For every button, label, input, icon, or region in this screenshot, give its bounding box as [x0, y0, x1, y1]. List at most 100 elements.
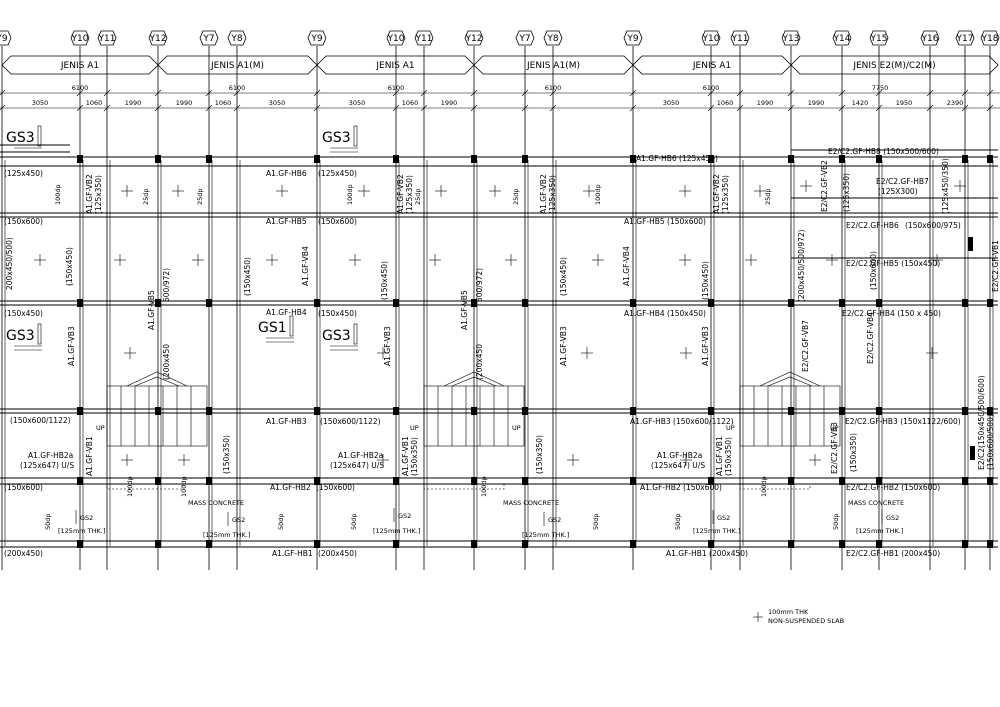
dimension-span: 1990 — [125, 99, 142, 107]
beam-label: A1.GF-HB1 — [272, 549, 313, 558]
column — [393, 540, 399, 548]
slab-depth-mark: 50dp — [592, 513, 600, 530]
stair-roof — [134, 376, 180, 387]
slab-thickness: [125mm THK.] — [203, 531, 250, 539]
dimension-total: 7750 — [872, 84, 889, 92]
mass-concrete — [739, 483, 811, 490]
beam-label: A1.GF-HB4 (150x450) — [624, 309, 706, 318]
dimension-total: 6100 — [388, 84, 405, 92]
column — [962, 155, 968, 163]
beam-label: A1.GF-HB6 (125x450) — [636, 154, 718, 163]
beam-label: (200x450) — [4, 549, 43, 558]
vertical-beam-label: (125x350) — [94, 175, 103, 214]
column — [708, 155, 714, 163]
column — [522, 299, 528, 307]
vertical-beam-label: E2/C2.GF-VB7 — [801, 320, 810, 372]
dimension-tick — [736, 104, 744, 112]
column — [206, 477, 212, 485]
column — [471, 155, 477, 163]
column — [314, 299, 320, 307]
beam-label: (125x647) U/S — [20, 461, 74, 470]
slab-mark: GS2 — [717, 514, 730, 522]
column — [155, 155, 161, 163]
vertical-beam-label: (150x600) — [869, 251, 878, 290]
column — [522, 477, 528, 485]
beam-label: E2/C2.GF-HB5 (150x450) — [846, 259, 940, 268]
column — [788, 299, 794, 307]
column — [630, 540, 636, 548]
beam-label: (150x600/1122) — [10, 416, 71, 425]
grid-bubble — [148, 30, 168, 46]
slab-mark: GS2 — [886, 514, 899, 522]
vertical-beam-label: A1.GF-VB2 — [712, 174, 721, 214]
slab-thickness: [125mm THK.] — [58, 527, 105, 535]
vertical-beam-label: (200x450/500/972) — [797, 229, 806, 302]
column — [77, 155, 83, 163]
mass-concrete-label: MASS CONCRETE — [848, 499, 904, 507]
dimension-span: 1990 — [808, 99, 825, 107]
dimension-span: 1420 — [852, 99, 869, 107]
dimension-span: 1060 — [215, 99, 232, 107]
stair-outline — [739, 385, 841, 447]
mass-concrete-label: MASS CONCRETE — [503, 499, 559, 507]
vertical-beam-label: A1.GF-VB1 — [401, 436, 410, 476]
dimension-tick — [875, 89, 883, 97]
column — [630, 477, 636, 485]
vertical-beam-label: A1.GF-VB2 — [539, 174, 548, 214]
beam-label: E2/C2.GF-HB7 — [876, 177, 929, 186]
beam-label: (150x600) — [4, 483, 43, 492]
vertical-beam-label: A1.GF-VB4 — [301, 246, 310, 286]
dimension-tick — [875, 104, 883, 112]
beam-label: A1.GF-HB2a — [28, 451, 73, 460]
column — [77, 407, 83, 415]
stair-up-label: UP — [830, 424, 839, 432]
grid-label: Y17 — [956, 34, 974, 44]
stair-up-label: UP — [96, 424, 105, 432]
vertical-beam-label: (125x450/350) — [941, 158, 950, 214]
beam-label: A1.GF-HB3 (150x600/1122) — [630, 417, 734, 426]
column — [522, 155, 528, 163]
dimension-total: 6100 — [72, 84, 89, 92]
dimension-span: 1950 — [896, 99, 913, 107]
slab-mark: GS2 — [80, 514, 93, 522]
dimension-tick — [838, 104, 846, 112]
column — [393, 477, 399, 485]
vertical-beam-label: (150x450) — [65, 247, 74, 286]
section-mark: GS3 — [6, 130, 35, 146]
column — [987, 540, 993, 548]
dimension-tick — [313, 104, 321, 112]
beam-label: A1.GF-HB5 — [266, 217, 307, 226]
beam-label: (150x450) — [318, 309, 357, 318]
dimension-tick — [961, 89, 969, 97]
vertical-beam-label: E2/C2(150x450/500/600) — [977, 375, 986, 470]
vertical-beam-label: (150x350) — [849, 433, 858, 472]
dimension-tick — [926, 104, 934, 112]
beam-label: (125x647) U/S — [651, 461, 705, 470]
column — [788, 477, 794, 485]
beam-label: (125x450) — [318, 169, 357, 178]
vertical-beam-label: A1.GF-VB5 — [460, 290, 469, 330]
legend-line1: 100mm THK — [768, 608, 809, 616]
dimension-span: 1060 — [717, 99, 734, 107]
grid-bubble — [97, 30, 117, 46]
type-band-label: JENIS A1 — [375, 61, 414, 71]
slab-depth-mark: 100dp — [126, 476, 134, 497]
dimension-span: 3050 — [269, 99, 286, 107]
grid-label: Y12 — [465, 34, 483, 44]
stair-roof — [767, 376, 813, 387]
grid-label: Y9 — [310, 34, 322, 44]
column — [987, 477, 993, 485]
beam-label: E2/C2.GF-HB6 — [846, 221, 899, 230]
slab-depth-mark: 50dp — [832, 513, 840, 530]
grid-bubble — [980, 30, 1000, 46]
slab-depth-mark: 25dp — [196, 188, 204, 205]
column — [839, 407, 845, 415]
stair-outline — [423, 385, 525, 447]
dimension-tick — [736, 89, 744, 97]
column — [876, 477, 882, 485]
beam-label: A1.GF-HB2a — [657, 451, 702, 460]
type-band — [790, 55, 999, 75]
grid-label: Y11 — [731, 34, 749, 44]
type-band-label: JENIS A1 — [692, 61, 731, 71]
